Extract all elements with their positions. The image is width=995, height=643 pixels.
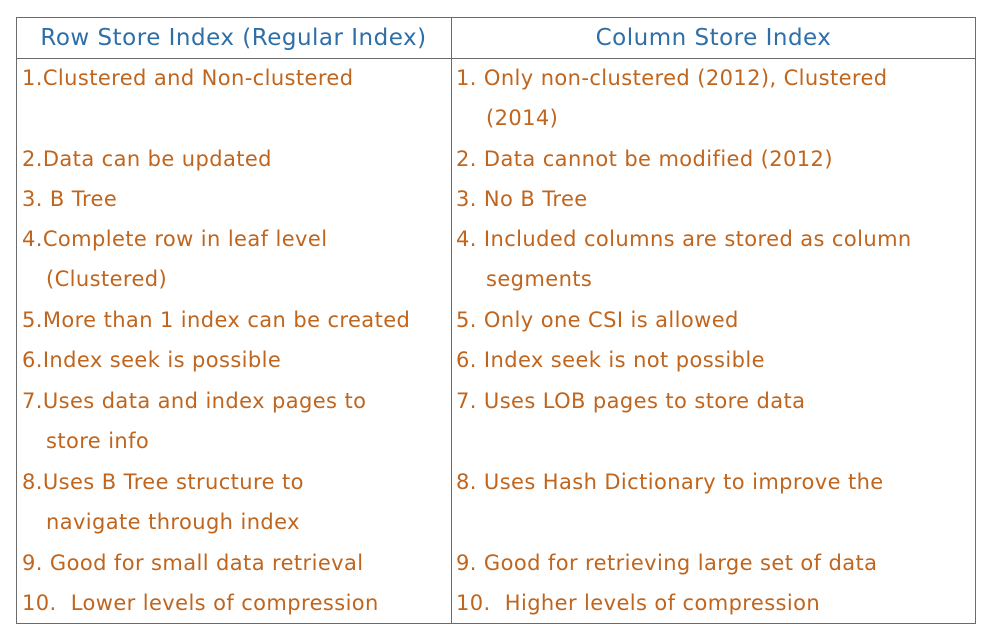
row-store-item-8: 8.Uses B Tree structure to navigate thro… xyxy=(22,462,304,542)
column-store-item-8: 8. Uses Hash Dictionary to improve the xyxy=(456,462,884,502)
item-text: Uses data and index pages to xyxy=(42,389,367,413)
item-number: 4. xyxy=(456,227,477,251)
item-text: Clustered and Non-clustered xyxy=(42,66,354,90)
item-number: 7. xyxy=(456,389,477,413)
item-text: Included columns are stored as column xyxy=(483,227,912,251)
column-store-item-3: 3. No B Tree xyxy=(456,179,588,219)
item-text-continued: segments xyxy=(486,267,593,291)
column-store-item-1: 1. Only non-clustered (2012), Clustered … xyxy=(456,58,888,138)
item-number: 10. xyxy=(22,591,57,615)
column-divider xyxy=(451,17,452,624)
row-store-item-4: 4.Complete row in leaf level (Clustered) xyxy=(22,219,327,299)
column-store-item-9: 9. Good for retrieving large set of data xyxy=(456,543,877,583)
row-store-item-6: 6.Index seek is possible xyxy=(22,340,281,380)
item-text: Uses B Tree structure to xyxy=(42,470,304,494)
item-text-continued: navigate through index xyxy=(46,510,300,534)
header-row-store: Row Store Index (Regular Index) xyxy=(40,24,427,51)
item-number: 9. xyxy=(456,551,477,575)
item-text-continued: (Clustered) xyxy=(46,267,168,291)
row-store-item-2: 2.Data can be updated xyxy=(22,139,272,179)
column-store-item-4: 4. Included columns are stored as column… xyxy=(456,219,912,299)
item-text: Uses LOB pages to store data xyxy=(483,389,806,413)
item-text-continued: store info xyxy=(46,429,150,453)
item-text: Only non-clustered (2012), Clustered xyxy=(483,66,888,90)
item-text: Index seek is possible xyxy=(42,348,282,372)
item-text: Index seek is not possible xyxy=(483,348,765,372)
item-number: 6. xyxy=(456,348,477,372)
item-text: Only one CSI is allowed xyxy=(483,308,739,332)
item-number: 5. xyxy=(22,308,43,332)
row-store-item-1: 1.Clustered and Non-clustered xyxy=(22,58,353,98)
item-text: Data cannot be modified (2012) xyxy=(483,147,833,171)
item-text: Uses Hash Dictionary to improve the xyxy=(483,470,884,494)
item-number: 6. xyxy=(22,348,43,372)
item-number: 3. xyxy=(22,187,43,211)
item-text: B Tree xyxy=(49,187,118,211)
column-store-item-6: 6. Index seek is not possible xyxy=(456,340,765,380)
column-store-item-5: 5. Only one CSI is allowed xyxy=(456,300,739,340)
item-number: 10. xyxy=(456,591,491,615)
item-text: Lower levels of compression xyxy=(70,591,379,615)
column-store-item-10: 10. Higher levels of compression xyxy=(456,583,820,623)
column-store-item-7: 7. Uses LOB pages to store data xyxy=(456,381,805,421)
row-store-item-7: 7.Uses data and index pages to store inf… xyxy=(22,381,366,461)
item-text-continued: (2014) xyxy=(486,106,559,130)
item-number: 8. xyxy=(456,470,477,494)
item-number: 2. xyxy=(456,147,477,171)
row-store-item-5: 5.More than 1 index can be created xyxy=(22,300,410,340)
row-store-item-10: 10. Lower levels of compression xyxy=(22,583,379,623)
row-store-item-3: 3. B Tree xyxy=(22,179,117,219)
item-number: 2. xyxy=(22,147,43,171)
item-text: Data can be updated xyxy=(42,147,272,171)
comparison-table xyxy=(16,17,976,624)
item-number: 9. xyxy=(22,551,43,575)
item-text: More than 1 index can be created xyxy=(42,308,411,332)
column-store-item-2: 2. Data cannot be modified (2012) xyxy=(456,139,833,179)
item-number: 7. xyxy=(22,389,43,413)
item-text: Good for small data retrieval xyxy=(49,551,364,575)
item-text: Complete row in leaf level xyxy=(42,227,328,251)
header-column-store: Column Store Index xyxy=(595,24,832,51)
item-number: 8. xyxy=(22,470,43,494)
item-number: 5. xyxy=(456,308,477,332)
row-store-item-9: 9. Good for small data retrieval xyxy=(22,543,363,583)
item-text: No B Tree xyxy=(483,187,588,211)
item-number: 1. xyxy=(456,66,477,90)
item-text: Good for retrieving large set of data xyxy=(483,551,878,575)
header-divider xyxy=(16,58,976,59)
item-number: 3. xyxy=(456,187,477,211)
item-text: Higher levels of compression xyxy=(504,591,821,615)
item-number: 1. xyxy=(22,66,43,90)
item-number: 4. xyxy=(22,227,43,251)
